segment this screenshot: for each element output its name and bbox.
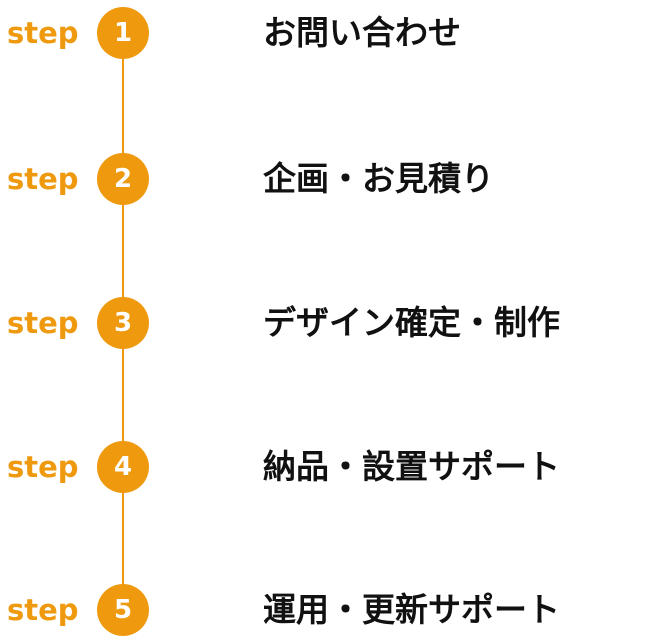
step-number-badge: 4 (97, 441, 149, 493)
step-title: お問い合わせ (263, 13, 461, 52)
step-title: 納品・設置サポート (263, 447, 560, 486)
step-number-badge: 5 (97, 584, 149, 636)
step-item-2: step 2 企画・お見積り (0, 152, 650, 208)
step-label: step (7, 306, 79, 340)
step-item-1: step 1 お問い合わせ (0, 6, 650, 62)
step-number-badge: 2 (97, 153, 149, 205)
step-item-3: step 3 デザイン確定・制作 (0, 296, 650, 352)
step-item-4: step 4 納品・設置サポート (0, 440, 650, 496)
step-title: 企画・お見積り (263, 159, 494, 198)
step-label: step (7, 593, 79, 627)
step-number-badge: 3 (97, 297, 149, 349)
step-number-badge: 1 (97, 7, 149, 59)
step-label: step (7, 16, 79, 50)
step-title: 運用・更新サポート (263, 590, 560, 629)
step-title: デザイン確定・制作 (263, 303, 560, 342)
step-label: step (7, 450, 79, 484)
step-label: step (7, 162, 79, 196)
step-item-5: step 5 運用・更新サポート (0, 583, 650, 639)
